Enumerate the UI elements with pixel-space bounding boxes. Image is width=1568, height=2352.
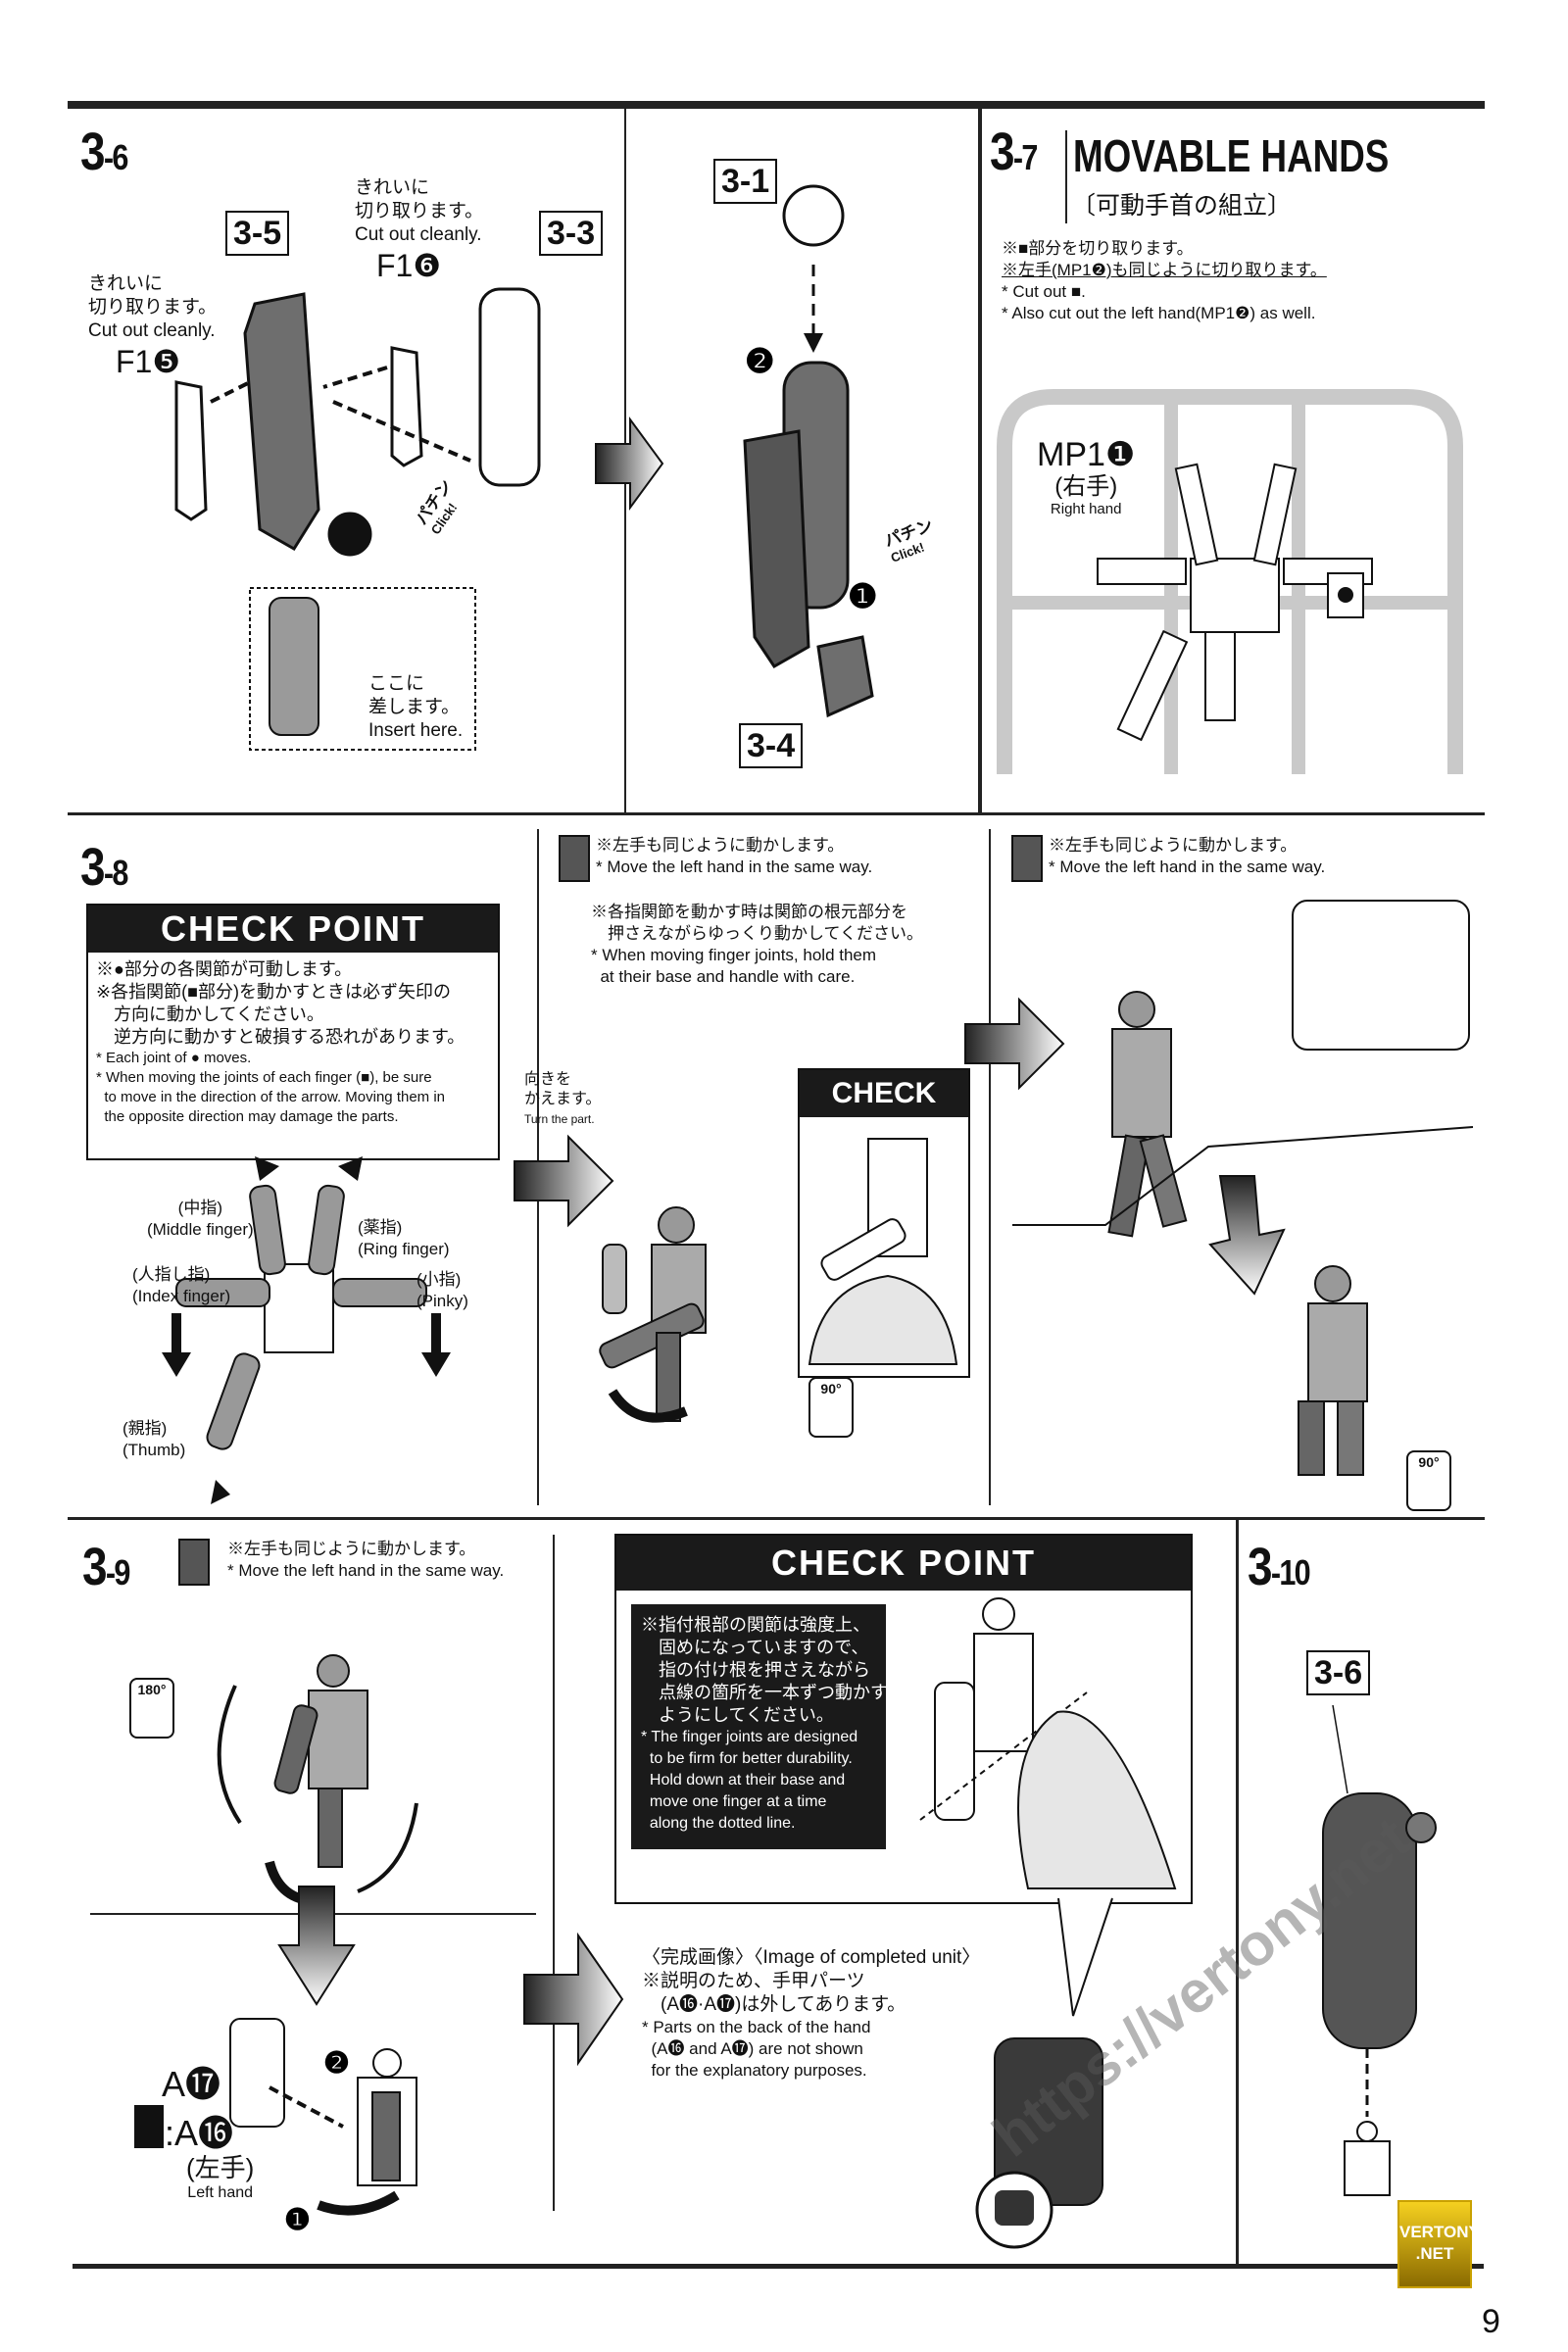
- left-hand-icon: [178, 1539, 210, 1586]
- finger-label-thumb: (親指)(Thumb): [122, 1419, 186, 1459]
- row-rule: [68, 1517, 1485, 1520]
- order-badge-2: ❷: [323, 2047, 350, 2080]
- part-ref-3-5: 3-5: [225, 211, 290, 256]
- order-badge-1: ❶: [848, 578, 877, 615]
- order-badge-1: ❶: [284, 2204, 311, 2236]
- completed-unit-note: 〈完成画像〉〈Image of completed unit〉 ※説明のため、手…: [642, 1947, 981, 2080]
- hand-rotate-illustration: [1298, 1265, 1368, 1476]
- next-arrow: [514, 1134, 614, 1228]
- hand-guard-part: [243, 292, 320, 552]
- runner-illustration: [997, 389, 1463, 774]
- cut-note-f16: きれいに 切り取ります。 Cut out cleanly. F1❻: [355, 177, 484, 283]
- assembly-illustration-3-1: ❷ ❶: [743, 184, 877, 718]
- title-separator: [1065, 130, 1067, 223]
- nipper-icon: [1338, 587, 1353, 603]
- left-hand-note: ※左手も同じように動かします。* Move the left hand in t…: [596, 836, 873, 876]
- vertony-logo: VERTONY .NET: [1397, 2200, 1480, 2288]
- checkpoint-text-jp: ※●部分の各関節が可動します。 ※各指関節(■部分)を動かすときは必ず矢印の 方…: [96, 959, 466, 1047]
- section-heading: MOVABLE HANDS: [1073, 130, 1390, 181]
- row-rule: [68, 812, 1485, 815]
- turn-part-note: 向きを かえます。Turn the part.: [524, 1071, 602, 1126]
- checkpoint-title: CHECK POINT: [616, 1536, 1191, 1591]
- wrist-joint-part: [782, 184, 845, 247]
- divider: [1236, 1520, 1239, 2265]
- part-f15: [174, 380, 208, 521]
- line-divider-diagonal: [1012, 1126, 1474, 1226]
- assembly-illustration-3-6: [174, 287, 541, 751]
- thumb-press-illustration: [808, 1138, 958, 1365]
- checkpoint-box-small: CHECK POINT: [798, 1068, 970, 1378]
- checkpoint-box-3-9: CHECK POINT ※指付根部の関節は強度上、 固めになっていますので、 指…: [614, 1534, 1193, 1904]
- finger-label-pinky: (小指)(Pinky): [416, 1270, 468, 1310]
- step-title-3-6: 3-6: [80, 122, 128, 181]
- hand-rotate-illustration: [599, 1206, 707, 1423]
- next-arrow: [595, 416, 664, 512]
- cut-notes: ※■部分を切り取ります。 ※左手(MP1❷)も同じように切り取ります。 * Cu…: [1002, 239, 1327, 322]
- rotate-90-badge: 90°: [808, 1377, 854, 1438]
- runner-label-mp1-1: MP1❶ (右手) Right hand: [1037, 436, 1136, 517]
- finger-label-index: (人指し指)(Index finger): [132, 1265, 231, 1305]
- finger-joints-illustration: [162, 1156, 451, 1504]
- left-hand-note: ※左手も同じように動かします。* Move the left hand in t…: [227, 1540, 505, 1580]
- divider: [978, 109, 982, 814]
- part-ref-3-6: 3-6: [1306, 1650, 1371, 1695]
- part-ref-3-4: 3-4: [739, 723, 804, 768]
- armor-attach-illustration: ❷ ❶: [229, 2018, 417, 2236]
- completed-hand-illustration: [975, 2037, 1103, 2249]
- left-hand-label: (左手) Left hand: [186, 2153, 255, 2201]
- order-badge-2: ❷: [745, 343, 774, 380]
- finger-label-ring: (薬指)(Ring finger): [358, 1218, 450, 1258]
- black-circle-icon: [327, 512, 372, 557]
- down-arrow: [277, 1886, 356, 2006]
- part-label-a17: A⓱: [162, 2064, 221, 2104]
- part-f16: [390, 346, 423, 467]
- swap-icon: [134, 2105, 164, 2148]
- left-hand-note: ※左手も同じように動かします。* Move the left hand in t…: [1049, 836, 1326, 876]
- page-number: 9: [1482, 2303, 1500, 2340]
- cut-note-f15: きれいに 切り取ります。 Cut out cleanly. F1❺: [88, 273, 218, 379]
- next-arrow: [964, 997, 1065, 1091]
- part-ref-3-1: 3-1: [713, 159, 778, 204]
- step-title-3-7: 3-7: [990, 122, 1038, 181]
- part-ref-3-3: 3-3: [539, 211, 604, 256]
- bottom-rule: [73, 2264, 1484, 2269]
- divider: [989, 829, 991, 1505]
- joint-handling-note: ※各指関節を動かす時は関節の根元部分を 押さえながらゆっくり動かしてください。*…: [591, 903, 923, 986]
- hand-rotate-illustration: [1107, 991, 1188, 1238]
- checkpoint-title: CHECK POINT: [800, 1070, 968, 1156]
- left-hand-icon: [559, 835, 590, 882]
- down-arrow: [1208, 1175, 1286, 1296]
- rotate-180-badge: 180°: [129, 1678, 174, 1739]
- finger-label-middle: (中指)(Middle finger): [147, 1199, 254, 1239]
- section-subheading: 〔可動手首の組立〕: [1071, 192, 1293, 220]
- step-title-3-10: 3-10: [1248, 1538, 1311, 1596]
- wrist-part: [478, 287, 541, 487]
- step-title-3-8: 3-8: [80, 838, 128, 897]
- checkpoint-title: CHECK POINT: [88, 906, 498, 953]
- checkpoint-text-box: ※指付根部の関節は強度上、 固めになっていますので、 指の付け根を押さえながら …: [631, 1604, 888, 1849]
- left-hand-icon: [1011, 835, 1043, 882]
- checkpoint-text-en: * Each joint of ● moves. * When moving t…: [96, 1050, 446, 1125]
- hand-flip-illustration: [217, 1654, 418, 1906]
- checkpoint-box-3-8: CHECK POINT ※●部分の各関節が可動します。 ※各指関節(■部分)を動…: [86, 904, 500, 1160]
- insert-here-note: ここに 差します。 Insert here.: [368, 673, 464, 741]
- step-title-3-9: 3-9: [82, 1538, 130, 1596]
- finger-press-illustration: [919, 1597, 1177, 1889]
- next-arrow: [523, 1932, 624, 2067]
- top-rule: [68, 101, 1485, 109]
- wrist-assembly-illustration: [1322, 1704, 1437, 2196]
- callout-pointer: [1057, 1897, 1113, 2017]
- part-label-a16: :A⓰: [165, 2113, 234, 2153]
- divider: [553, 1535, 555, 2211]
- rotate-90-badge: 90°: [1406, 1450, 1451, 1511]
- detail-callout: [1292, 900, 1470, 1051]
